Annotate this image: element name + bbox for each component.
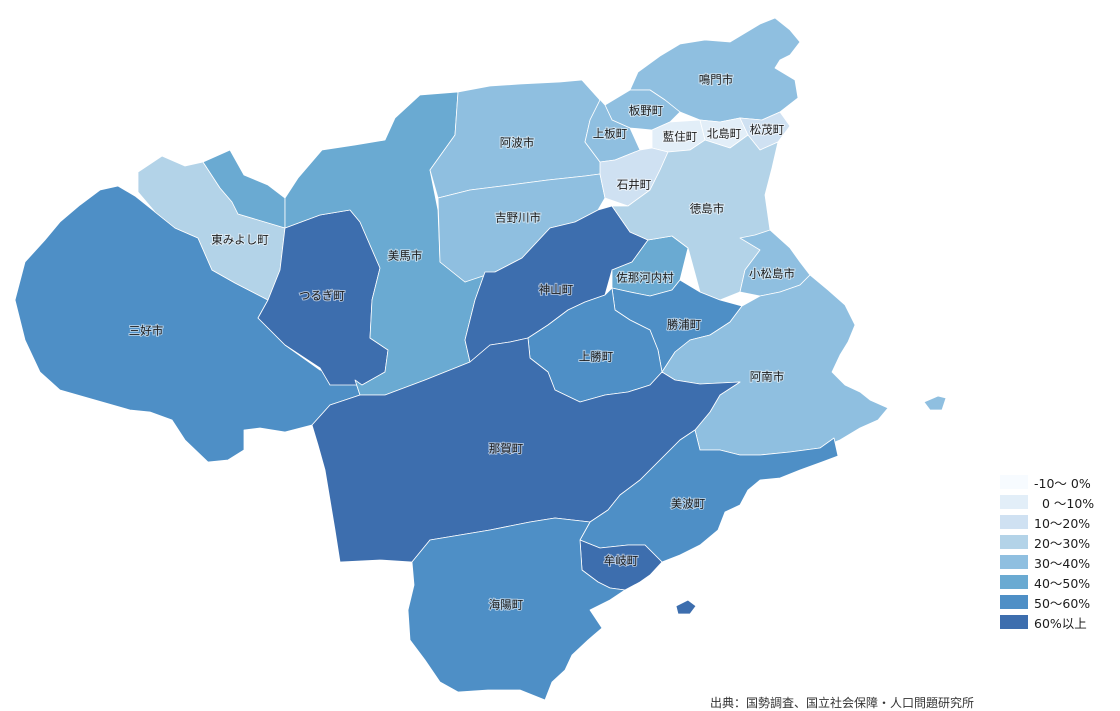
label-higashimiyoshi: 東みよし町 (211, 233, 269, 247)
label-kamiita: 上板町 (593, 127, 628, 141)
label-mugi: 牟岐町 (604, 554, 639, 568)
legend-item: -10～ 0% (1000, 472, 1118, 492)
label-katsuura: 勝浦町 (667, 318, 702, 332)
legend-label: 20～30% (1034, 535, 1091, 551)
legend-item: 40～50% (1000, 572, 1118, 592)
legend-label: 0 ～10% (1034, 495, 1095, 511)
label-kamikatsu: 上勝町 (579, 350, 614, 364)
region-mugi-island[interactable] (675, 599, 697, 615)
legend-label: 50～60% (1034, 595, 1091, 611)
region-naka[interactable] (311, 337, 741, 563)
source-note: 出典：国勢調査、国立社会保障・人口問題研究所 (710, 696, 975, 710)
legend-swatch (1000, 575, 1028, 589)
label-miyoshi: 三好市 (129, 324, 164, 338)
legend-label: 60%以上 (1034, 615, 1087, 631)
label-anan: 阿南市 (750, 370, 785, 384)
region-anan-island[interactable] (923, 395, 947, 411)
label-kitajima: 北島町 (707, 127, 742, 141)
region-kaiyo[interactable] (407, 517, 626, 701)
label-kamiyama: 神山町 (539, 283, 574, 297)
legend-label: -10～ 0% (1034, 475, 1091, 491)
map-legend: -10～ 0% 0 ～10% 10～20% 20～30% 30～40% 40～5… (1000, 472, 1118, 632)
legend-swatch (1000, 515, 1028, 529)
legend-label: 10～20% (1034, 515, 1091, 531)
label-matsushige: 松茂町 (750, 123, 785, 137)
legend-item: 60%以上 (1000, 612, 1118, 632)
label-kaiyo: 海陽町 (489, 598, 524, 612)
legend-swatch (1000, 495, 1028, 509)
legend-label: 30～40% (1034, 555, 1091, 571)
legend-swatch (1000, 615, 1028, 629)
legend-item: 50～60% (1000, 592, 1118, 612)
label-yoshinogawa: 吉野川市 (495, 211, 541, 225)
legend-swatch (1000, 535, 1028, 549)
label-komatsushima: 小松島市 (749, 267, 795, 281)
label-awa: 阿波市 (500, 136, 535, 150)
legend-item: 20～30% (1000, 532, 1118, 552)
legend-swatch (1000, 555, 1028, 569)
legend-label: 40～50% (1034, 575, 1091, 591)
legend-item: 30～40% (1000, 552, 1118, 572)
legend-item: 10～20% (1000, 512, 1118, 532)
label-naruto: 鳴門市 (699, 73, 734, 87)
label-mima: 美馬市 (388, 249, 423, 263)
legend-swatch (1000, 595, 1028, 609)
legend-swatch (1000, 475, 1028, 489)
label-aizumi: 藍住町 (663, 130, 698, 144)
label-minami: 美波町 (671, 497, 706, 511)
label-itano: 板野町 (629, 104, 664, 118)
label-tokushima: 徳島市 (690, 202, 725, 216)
legend-item: 0 ～10% (1000, 492, 1118, 512)
label-sanagochi: 佐那河内村 (616, 271, 674, 285)
label-ishii: 石井町 (617, 178, 652, 192)
label-naka: 那賀町 (489, 442, 524, 456)
label-tsurugi: つるぎ町 (299, 289, 345, 303)
